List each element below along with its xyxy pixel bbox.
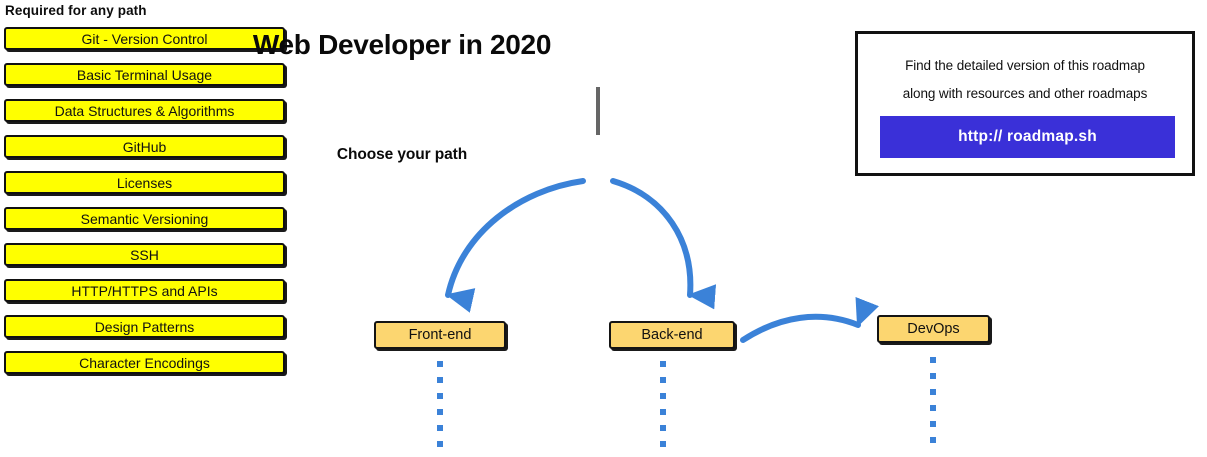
skill-box-design-patterns[interactable]: Design Patterns <box>4 315 285 338</box>
path-label: DevOps <box>907 320 960 337</box>
skill-label: Semantic Versioning <box>80 210 209 227</box>
skill-box-terminal[interactable]: Basic Terminal Usage <box>4 63 285 86</box>
arrow-to-backend <box>610 178 717 310</box>
detailed-version-info-card: Find the detailed version of this roadma… <box>855 31 1195 176</box>
arrow-backend-to-devops <box>740 296 879 343</box>
skill-label: SSH <box>130 246 159 263</box>
roadmap-link-label: http:// roadmap.sh <box>958 128 1097 145</box>
skill-label: HTTP/HTTPS and APIs <box>71 282 218 299</box>
skill-label: Data Structures & Algorithms <box>54 102 235 119</box>
skill-label: Design Patterns <box>94 318 195 335</box>
required-skills-panel: Required for any path Git - Version Cont… <box>4 0 296 387</box>
skill-box-character-encodings[interactable]: Character Encodings <box>4 351 285 374</box>
choose-your-path-label: Choose your path <box>336 146 468 163</box>
info-card-line-1: Find the detailed version of this roadma… <box>905 58 1145 73</box>
page-title: Web Developer in 2020 <box>252 29 552 60</box>
skill-label: Character Encodings <box>79 354 210 371</box>
roadmap-link-button[interactable]: http:// roadmap.sh <box>880 116 1175 158</box>
path-box-devops[interactable]: DevOps <box>877 315 990 343</box>
skill-box-http-apis[interactable]: HTTP/HTTPS and APIs <box>4 279 285 302</box>
skill-label: Basic Terminal Usage <box>76 66 213 83</box>
skill-label: GitHub <box>122 138 167 155</box>
arrow-to-frontend <box>445 178 586 313</box>
skill-label: Git - Version Control <box>81 30 208 47</box>
dotted-trail-front-end <box>437 361 443 457</box>
path-label: Back-end <box>641 326 703 343</box>
skill-box-git[interactable]: Git - Version Control <box>4 27 285 50</box>
skill-box-data-structures[interactable]: Data Structures & Algorithms <box>4 99 285 122</box>
path-box-front-end[interactable]: Front-end <box>374 321 506 349</box>
info-card-line-2: along with resources and other roadmaps <box>902 86 1148 101</box>
dotted-trail-devops <box>930 357 936 453</box>
skill-box-github[interactable]: GitHub <box>4 135 285 158</box>
skill-label: Licenses <box>116 174 173 191</box>
path-box-back-end[interactable]: Back-end <box>609 321 735 349</box>
required-skills-list: Git - Version Control Basic Terminal Usa… <box>4 27 296 374</box>
skill-box-ssh[interactable]: SSH <box>4 243 285 266</box>
path-label: Front-end <box>408 326 472 343</box>
skill-box-licenses[interactable]: Licenses <box>4 171 285 194</box>
dotted-trail-back-end <box>660 361 666 457</box>
title-stem-line <box>596 87 600 135</box>
skill-box-semantic-versioning[interactable]: Semantic Versioning <box>4 207 285 230</box>
required-skills-heading: Required for any path <box>5 3 147 18</box>
